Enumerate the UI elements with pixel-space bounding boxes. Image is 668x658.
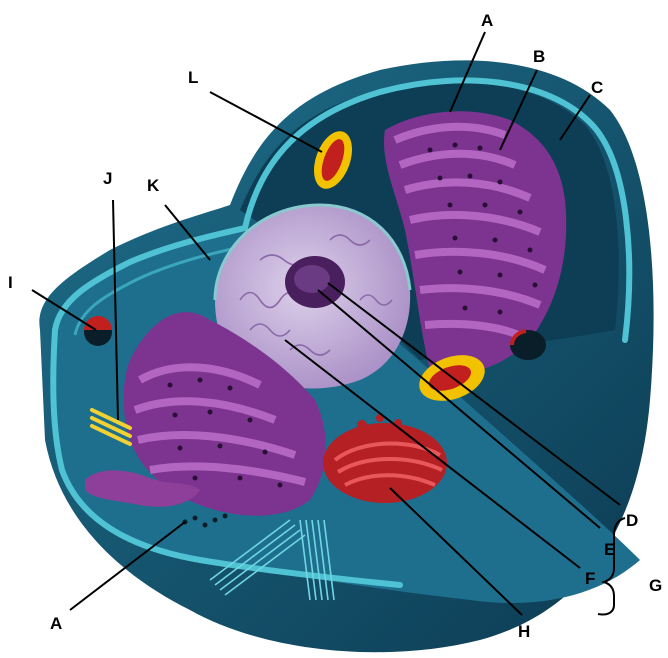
label-i: I <box>8 274 13 291</box>
label-f: F <box>585 570 595 587</box>
label-d: D <box>626 512 638 529</box>
label-l: L <box>188 69 198 86</box>
label-j: J <box>103 170 112 187</box>
label-c: C <box>591 79 603 96</box>
label-h: H <box>518 623 530 640</box>
label-k: K <box>147 177 159 194</box>
label-a-bottom: A <box>50 615 62 632</box>
label-e: E <box>604 541 615 558</box>
lysosome-left <box>84 316 112 346</box>
label-b: B <box>533 48 545 65</box>
label-a-top: A <box>481 12 493 29</box>
label-g: G <box>649 577 662 594</box>
lysosome-right <box>510 330 546 360</box>
